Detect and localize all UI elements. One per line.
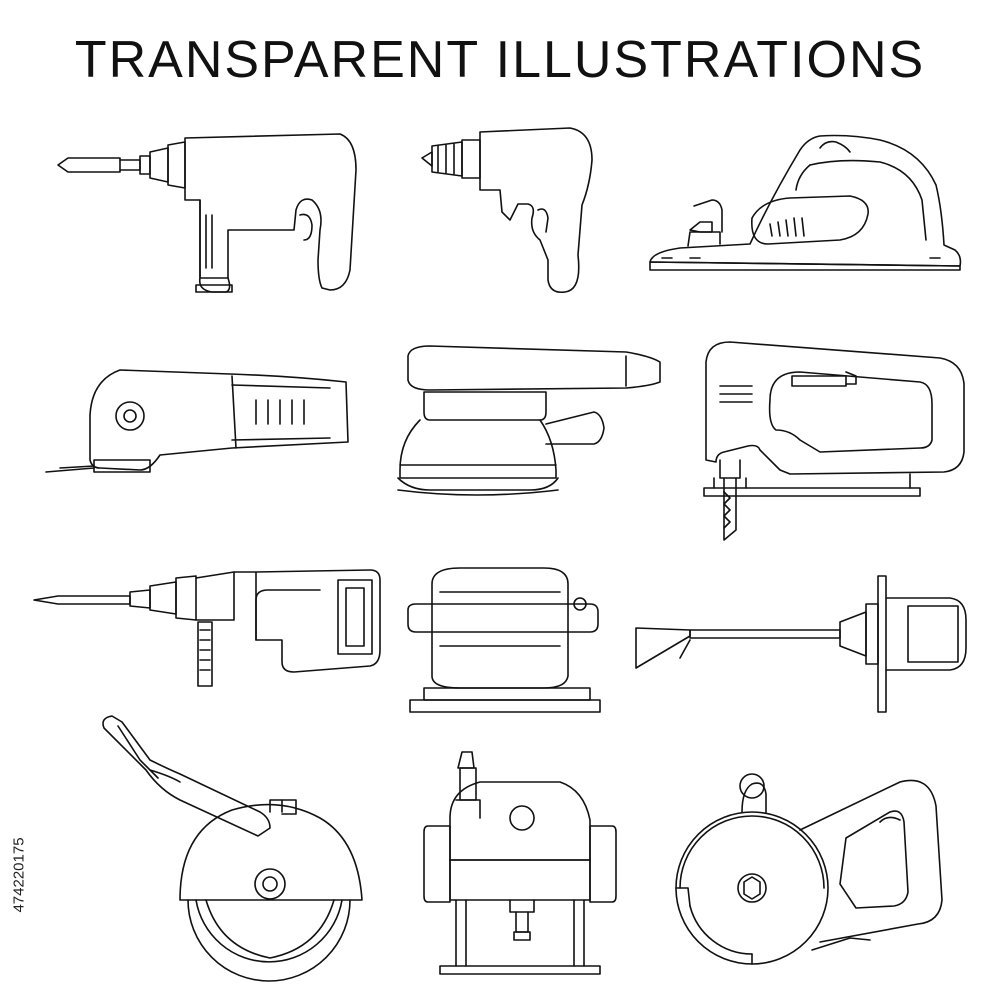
angle-grinder-icon (675, 773, 943, 965)
router-icon (423, 751, 617, 975)
oscillating-multitool-icon (45, 369, 349, 473)
stock-id-text: 474220175 (10, 837, 28, 913)
wall-chaser-icon (102, 715, 363, 982)
planer-icon (649, 134, 962, 271)
orbital-sander-icon (397, 345, 661, 496)
jigsaw-icon (703, 341, 965, 541)
stock-id-label: 474220175 (4, 760, 34, 990)
drill-icon (421, 127, 593, 294)
rotary-hammer-icon (33, 569, 381, 687)
sheet-sander-icon (407, 567, 601, 713)
impact-drill-icon (57, 133, 357, 293)
page-title: TRANSPARENT ILLUSTRATIONS (74, 31, 926, 89)
mixer-icon (635, 575, 967, 713)
